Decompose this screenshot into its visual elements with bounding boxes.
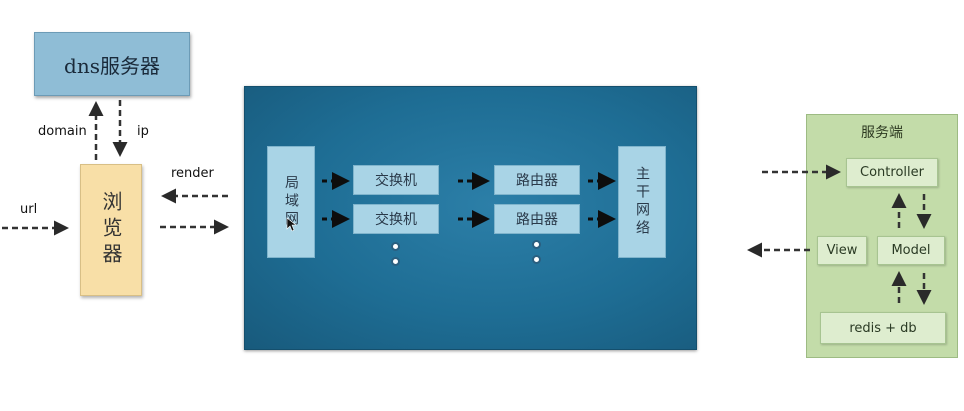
backbone-label: 主干网络 [634, 166, 650, 238]
browser-label: 浏览器 [99, 191, 123, 269]
router-box-2: 路由器 [494, 204, 580, 234]
switch-label-1: 交换机 [375, 173, 417, 189]
controller-label: Controller [860, 165, 924, 180]
lan-label: 局域网 [283, 175, 299, 229]
ellipsis-dot [391, 257, 400, 266]
edge-label-ip: ip [137, 124, 149, 139]
router-label-2: 路由器 [516, 212, 558, 228]
ellipsis-dot [391, 242, 400, 251]
dns-server-label: dns服务器 [64, 53, 160, 78]
storage-box: redis + db [820, 312, 946, 344]
router-box-1: 路由器 [494, 165, 580, 195]
lan-box: 局域网 [267, 146, 315, 258]
server-title: 服务端 [861, 125, 903, 141]
switch-label-2: 交换机 [375, 212, 417, 228]
model-label: Model [891, 243, 931, 258]
storage-label: redis + db [849, 320, 917, 336]
model-box: Model [877, 236, 945, 265]
controller-box: Controller [846, 158, 938, 187]
edge-label-domain: domain [38, 124, 87, 139]
dns-server-box: dns服务器 [34, 32, 190, 96]
ellipsis-dot [532, 240, 541, 249]
cursor-icon [286, 217, 297, 232]
ellipsis-dot [532, 255, 541, 264]
browser-box: 浏览器 [80, 164, 142, 296]
switch-box-1: 交换机 [353, 165, 439, 195]
switch-box-2: 交换机 [353, 204, 439, 234]
edge-label-url: url [20, 202, 38, 217]
edge-label-render: render [171, 166, 214, 181]
view-label: View [826, 243, 858, 258]
view-box: View [817, 236, 867, 265]
backbone-box: 主干网络 [618, 146, 666, 258]
router-label-1: 路由器 [516, 173, 558, 189]
